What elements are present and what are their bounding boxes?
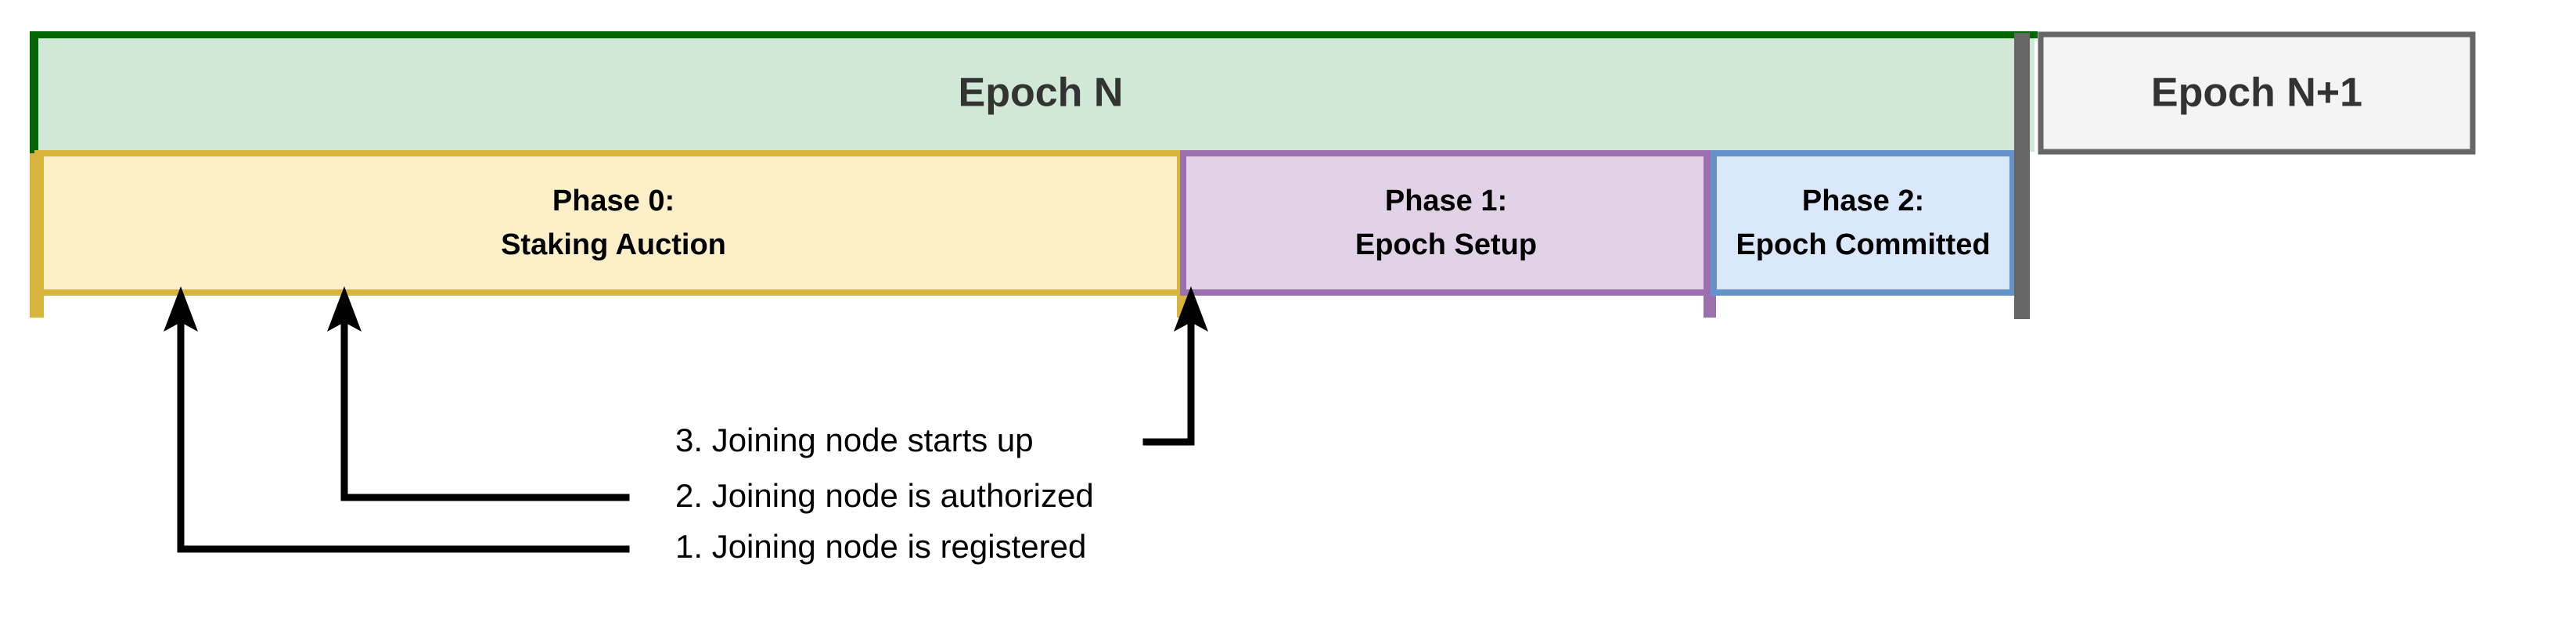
annotation-label-2: 2. Joining node is authorized bbox=[675, 477, 1094, 514]
epoch-n-left-border bbox=[30, 31, 38, 158]
phase-2-label-line1: Phase 2: bbox=[1802, 185, 1924, 217]
leader-line-1 bbox=[177, 308, 630, 553]
epoch-n-box bbox=[34, 34, 2035, 152]
phase-0-label-line1: Phase 0: bbox=[552, 185, 675, 217]
phase-0-box bbox=[34, 150, 1188, 296]
epoch-n1-group: Epoch N+1 bbox=[2038, 31, 2476, 155]
annotation-label-1: 1. Joining node is registered bbox=[675, 528, 1086, 565]
phase-2-box bbox=[1711, 150, 2016, 296]
epoch-n-label: Epoch N bbox=[959, 70, 1124, 116]
arrowhead-1-icon bbox=[164, 286, 198, 332]
phase-1-label-line2: Epoch Setup bbox=[1355, 228, 1537, 261]
epoch-n-top-border bbox=[31, 31, 2038, 38]
annotation-leaders bbox=[177, 308, 1195, 553]
phase-0-label-line2: Staking Auction bbox=[501, 228, 726, 261]
epoch-boundary-divider bbox=[2014, 33, 2030, 319]
leader-line-2 bbox=[340, 308, 630, 501]
phase-2-group: Phase 2: Epoch Committed bbox=[1711, 150, 2016, 296]
phase-1-box bbox=[1180, 150, 1712, 296]
annotation-labels: 3. Joining node starts up 2. Joining nod… bbox=[675, 422, 1094, 565]
arrowhead-3-icon bbox=[1174, 286, 1208, 332]
arrowhead-2-icon bbox=[327, 286, 362, 332]
annotation-label-3: 3. Joining node starts up bbox=[675, 422, 1034, 458]
phase-0-group: Phase 0: Staking Auction bbox=[30, 150, 1189, 318]
epoch-n-group: Epoch N bbox=[30, 31, 2038, 158]
annotation-arrowheads bbox=[164, 286, 1208, 332]
phase-1-label-line1: Phase 1: bbox=[1385, 185, 1507, 217]
phase-2-label-line2: Epoch Committed bbox=[1736, 228, 1990, 261]
epoch-n1-box bbox=[2038, 31, 2476, 155]
phase-0-left-rail bbox=[30, 153, 44, 318]
phase-1-group: Phase 1: Epoch Setup bbox=[1180, 150, 1716, 318]
epoch-n1-label: Epoch N+1 bbox=[2151, 70, 2362, 116]
leader-line-3 bbox=[1142, 308, 1195, 446]
